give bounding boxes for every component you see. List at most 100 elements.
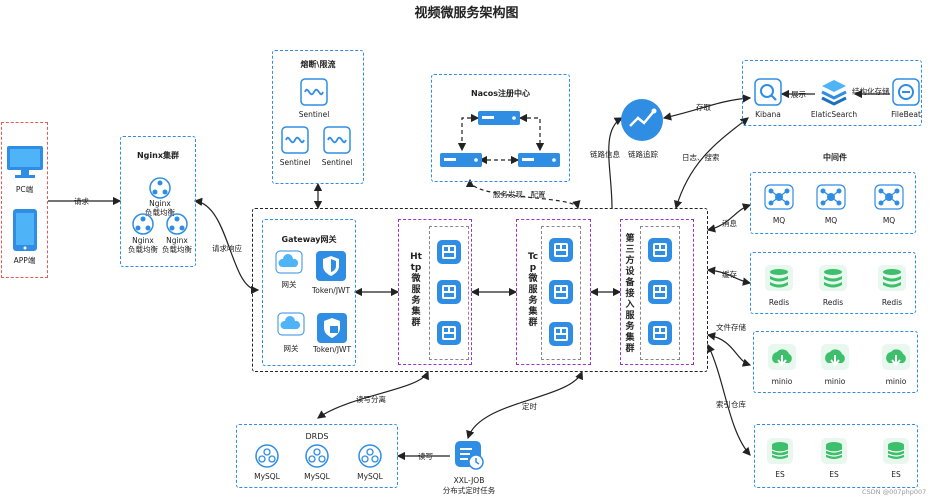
sentinel-label: Sentinel: [279, 158, 311, 167]
third-party-service-label: 第三方设备接入服务集群: [625, 234, 635, 354]
nacos-title: Nacos注册中心: [470, 89, 531, 98]
server-icon: [478, 111, 520, 125]
edge-label-message: 消息: [722, 219, 737, 228]
edge-message: [706, 203, 752, 233]
http-service-cluster: [398, 219, 472, 365]
mq-icon: [874, 184, 904, 210]
edge-scheduled: [466, 370, 584, 440]
mysql-label: MySQL: [357, 472, 383, 481]
tracing-label: 链路追踪: [628, 150, 658, 159]
edge-label-log-search: 日志、搜索: [682, 153, 720, 162]
http-pod-group: [429, 226, 469, 360]
edge-label-cache: 缓存: [722, 270, 737, 279]
minio-icon: [768, 344, 796, 370]
elk-group: [742, 60, 922, 126]
container-icon: [549, 280, 573, 304]
edge-label-read: 读写: [418, 452, 433, 461]
container-icon: [648, 321, 672, 345]
third-party-pod-group: [640, 226, 680, 360]
edge-index-store: [707, 343, 751, 456]
xxljob-name: XXL-JOB: [453, 476, 485, 485]
edge-discovery-config: [465, 178, 581, 210]
redis-label: Redis: [881, 298, 903, 307]
middleware-title: 中间件: [823, 153, 847, 162]
minio-label: minio: [885, 377, 907, 386]
edge-label-scheduled: 定时: [522, 402, 537, 411]
xxljob-desc: 分布式定时任务: [442, 486, 496, 495]
minio-icon: [821, 344, 849, 370]
es-db-icon: [767, 438, 793, 464]
redis-label: Redis: [768, 298, 790, 307]
edge-label-read-write-split: 读写分离: [356, 395, 386, 404]
container-icon: [648, 280, 672, 304]
token-label: Token/JWT: [312, 345, 352, 354]
mysql-label: MySQL: [304, 472, 330, 481]
nginx-cluster: [120, 136, 196, 267]
third-party-service-cluster: [620, 219, 694, 365]
filebeat-label: FileBeat: [891, 110, 921, 119]
mysql-icon: [358, 444, 382, 468]
redis-group: [750, 252, 916, 314]
filebeat-icon: [892, 78, 920, 106]
app-label: APP端: [13, 256, 36, 265]
clients-group: [1, 122, 48, 278]
mysql-label: MySQL: [254, 472, 280, 481]
edge-request-response: [193, 197, 260, 295]
nginx-node-icon: [149, 177, 171, 199]
nginx-node-name: Nginx: [149, 199, 171, 208]
kibana-label: Kibana: [755, 110, 781, 119]
mq-label: MQ: [772, 216, 786, 225]
nginx-node-name: Nginx: [132, 236, 154, 245]
mq-group: [750, 172, 916, 234]
redis-label: Redis: [822, 298, 844, 307]
redis-icon: [878, 265, 906, 291]
shield-icon: [316, 251, 346, 281]
edge-label-link-info: 链路信息: [590, 150, 620, 159]
nginx-node-desc: 负载均衡: [128, 245, 158, 254]
es-label: ES: [775, 470, 785, 479]
mq-label: MQ: [882, 216, 896, 225]
edge-label-index-store: 索引仓库: [716, 400, 746, 409]
mysql-icon: [255, 444, 279, 468]
server-icon: [440, 153, 482, 167]
es-db-icon: [883, 438, 909, 464]
sentinel-icon: [281, 126, 309, 154]
container-icon: [549, 238, 573, 262]
container-icon: [549, 322, 573, 346]
sentinel-label: Sentinel: [321, 158, 353, 167]
tracing-icon: [621, 99, 663, 141]
es-label: ES: [829, 470, 839, 479]
cloud-icon: [277, 312, 305, 336]
minio-label: minio: [771, 377, 793, 386]
container-icon: [437, 321, 461, 345]
nginx-node-icon: [166, 213, 188, 235]
edge-cache: [706, 266, 752, 286]
minio-icon: [882, 344, 910, 370]
edge-label-request-response: 请求响应: [212, 244, 242, 253]
drds-title: DRDS: [305, 432, 329, 441]
nginx-node-icon: [132, 213, 154, 235]
es-db-icon: [821, 438, 847, 464]
gateway-title: Gateway网关: [281, 235, 337, 244]
gateway-node-label: 网关: [281, 280, 297, 289]
redis-icon: [765, 265, 793, 291]
mq-icon: [816, 184, 846, 210]
edge-label-discovery-config: 服务发现、配置: [493, 190, 546, 199]
edge-label-display: 展示: [791, 90, 806, 99]
edge-access: [662, 94, 752, 121]
es-label: ES: [891, 470, 901, 479]
minio-label: minio: [824, 377, 846, 386]
gateway-group: [262, 219, 356, 366]
elasticsearch-icon: [821, 80, 847, 106]
shield-lock-icon: [317, 313, 347, 343]
pc-label: PC端: [15, 185, 34, 194]
nginx-node-desc: 负载均衡: [145, 208, 175, 217]
edge-link-info: [608, 117, 624, 209]
minio-group: [753, 331, 918, 393]
mq-label: MQ: [824, 216, 838, 225]
edge-label-file-storage: 文件存储: [716, 323, 746, 332]
cloud-icon: [275, 250, 303, 274]
edge-log-search: [673, 117, 749, 210]
sentinel-group: [272, 50, 364, 184]
